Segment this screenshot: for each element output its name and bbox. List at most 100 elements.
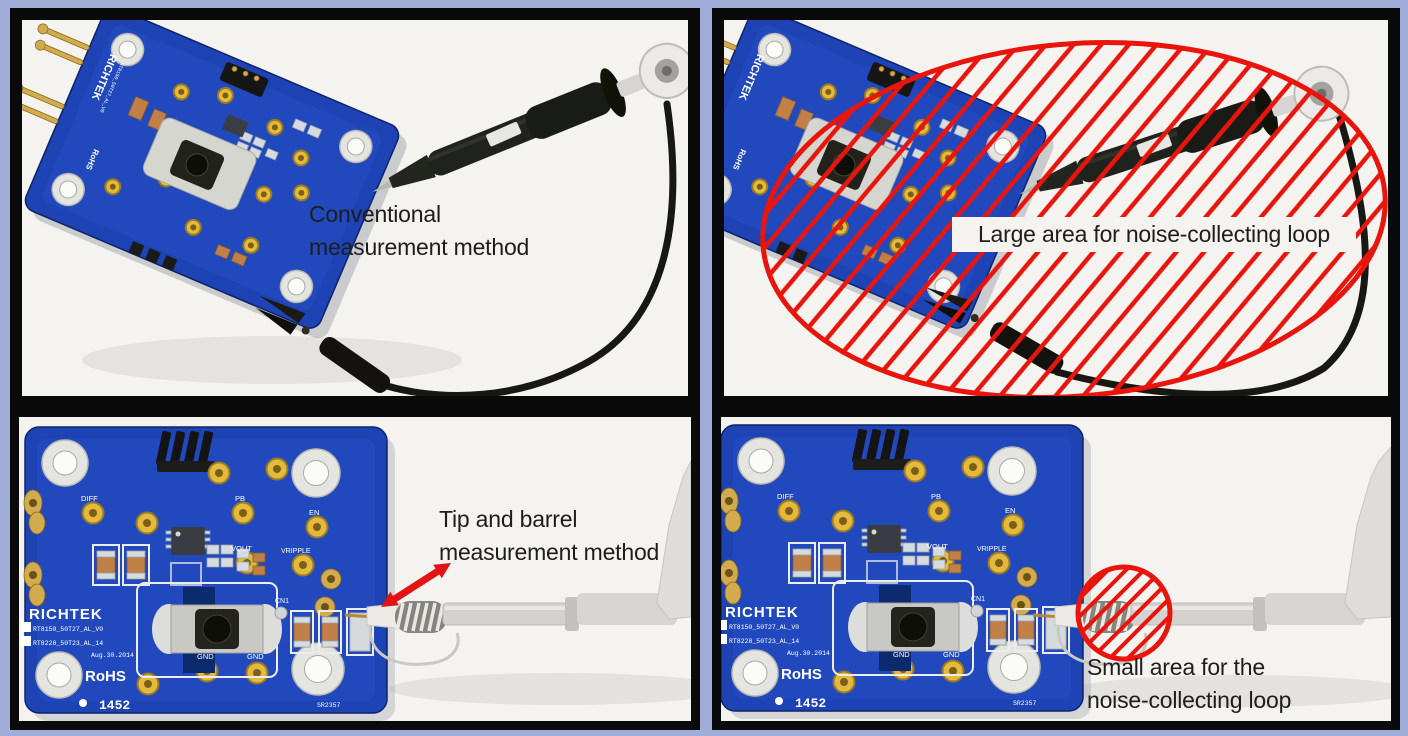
caption-line: measurement method: [439, 539, 660, 565]
photo-conventional: RICHTEK RT8150_50T27_AL_V0 RoHS: [22, 20, 688, 396]
caption-line: Large area for noise-collecting loop: [977, 221, 1331, 247]
oscilloscope-probe: [372, 42, 688, 192]
caption-line: noise-collecting loop: [1087, 687, 1292, 713]
oscilloscope-probe-tip-barrel: [344, 460, 691, 666]
mounting-hole: [724, 172, 732, 207]
ic-chip: [222, 114, 249, 138]
caption-small-noise-loop: Small area for the noise-collecting loop: [1087, 651, 1291, 717]
silk-dot: [79, 699, 87, 707]
ic-chip: [165, 527, 211, 555]
pcb-label-gnd: GND: [197, 652, 214, 661]
mounting-hole: [51, 172, 85, 207]
panel-large-noise-loop: RICHTEK RoHS: [712, 8, 1400, 408]
double-arrow-icon: [381, 563, 451, 607]
photo-conventional-art: RICHTEK RT8150_50T27_AL_V0 RoHS: [22, 20, 688, 396]
ic-chip: [861, 525, 907, 553]
side-connector: [23, 561, 46, 607]
photo-small-loop-art: CN1 RICHTEK RT8150_50T27_AL_V0 RT8228: [721, 424, 1391, 719]
probe-collar: [565, 597, 579, 631]
passive-components: [788, 542, 962, 584]
caption-conventional-method: Conventional measurement method: [309, 198, 529, 264]
pin-header-left: [22, 82, 65, 124]
barrel-spring: [395, 601, 447, 633]
mounting-hole: [279, 269, 314, 304]
pin-header-left: [34, 23, 90, 66]
probe-body: [1265, 593, 1365, 625]
ground-spring-wire: [368, 620, 460, 666]
mounting-hole: [291, 448, 341, 498]
mounting-hole: [987, 446, 1037, 496]
photo-large-loop-art: RICHTEK RoHS: [724, 20, 1388, 396]
pcb-rohs-text: RoHS: [85, 668, 126, 685]
jumper-header: [155, 430, 215, 472]
probe-shadow: [1071, 675, 1391, 707]
mounting-hole: [35, 651, 83, 699]
pcb-label-diff: DIFF: [81, 494, 98, 503]
probe-handle: [656, 460, 691, 620]
solder-tab: [161, 255, 178, 271]
alligator-clip: [255, 295, 391, 393]
probe-tip: [372, 178, 395, 192]
pcb-datecode-text: 1452: [795, 696, 826, 711]
pcb-label-en: EN: [309, 508, 319, 517]
mounting-hole: [339, 129, 373, 164]
pcb-label-diff: DIFF: [777, 492, 794, 501]
pcb-board: CN1 RICHTEK RT8150_50T27_AL_V0 RT8228: [21, 426, 388, 714]
mounting-hole: [757, 32, 792, 67]
ic-footprint: [170, 562, 202, 586]
pcb-board: CN1 RICHTEK RT8150_50T27_AL_V0 RT8228: [721, 424, 1091, 719]
pin-header-left: [724, 26, 737, 66]
panel-conventional-method: RICHTEK RT8150_50T27_AL_V0 RoHS: [10, 8, 700, 408]
photo-tip-and-barrel-art: CN1 RICHTEK RT8150_50T27_AL_V0 RT8228: [21, 426, 691, 721]
photo-small-loop: CN1 RICHTEK RT8150_50T27_AL_V0 RT8228: [721, 417, 1391, 721]
solder-tab: [128, 241, 145, 257]
pcb-date-text: Aug.30.2014: [787, 650, 830, 657]
side-connector: [721, 559, 742, 605]
pcb-label-en: EN: [1005, 506, 1015, 515]
solder-tab: [145, 248, 161, 264]
inductor-shield: [142, 117, 257, 211]
caption-line: measurement method: [309, 234, 530, 260]
pcb-part-text: RT8228_50T23_AL_14: [729, 638, 799, 645]
pcb-label-gnd: GND: [247, 652, 264, 661]
caption-line: Small area for the: [1087, 654, 1265, 680]
pcb-part-text: RT8150_50T27_AL_V0: [729, 624, 799, 631]
output-capacitors: [290, 608, 374, 656]
pcb-ref-text: SR2357: [317, 702, 341, 709]
caption-tip-and-barrel: Tip and barrel measurement method: [439, 503, 659, 569]
pcb-datecode-text: 1452: [99, 698, 130, 713]
shadow: [82, 336, 462, 384]
mounting-hole: [987, 640, 1041, 694]
silk-mark: [721, 620, 727, 630]
inductor-shield: [136, 582, 282, 678]
small-noise-loop-highlight: [1075, 564, 1173, 662]
pcb-part-text: RT8228_50T23_AL_14: [33, 640, 103, 647]
jumper-header: [851, 428, 911, 470]
ground-lead-wire: [383, 100, 677, 396]
pcb-label-gnd: GND: [893, 650, 910, 659]
ic-footprint: [866, 560, 898, 584]
mounting-hole: [291, 642, 345, 696]
side-connector: [721, 487, 742, 533]
pcb-rohs-text: RoHS: [781, 666, 822, 683]
pcb-ref-text: SR2357: [1013, 700, 1037, 707]
pcb-board: RICHTEK RT8150_50T27_AL_V0 RoHS: [22, 20, 400, 329]
silk-mark: [721, 634, 727, 644]
panel-small-noise-loop: CN1 RICHTEK RT8150_50T27_AL_V0 RT8228: [712, 408, 1400, 730]
pcb-label-vripple: VRIPPLE: [977, 546, 1007, 553]
pcb-part-text: RT8150_50T27_AL_V0: [33, 626, 103, 633]
mounting-hole: [731, 649, 779, 697]
side-connector: [1016, 566, 1038, 588]
caption-line: Tip and barrel: [439, 506, 578, 532]
mounting-hole: [737, 437, 785, 485]
side-connector: [23, 489, 46, 535]
panel-tip-and-barrel: CN1 RICHTEK RT8150_50T27_AL_V0 RT8228: [10, 408, 700, 730]
silk-mark: [21, 622, 31, 632]
pcb-label-vripple: VRIPPLE: [281, 548, 311, 555]
pcb-label-gnd: GND: [943, 650, 960, 659]
inductor-shield: [832, 580, 978, 676]
probe-sticker: [486, 121, 522, 147]
mounting-hole: [41, 439, 89, 487]
pcb-date-text: Aug.30.2014: [91, 652, 134, 659]
